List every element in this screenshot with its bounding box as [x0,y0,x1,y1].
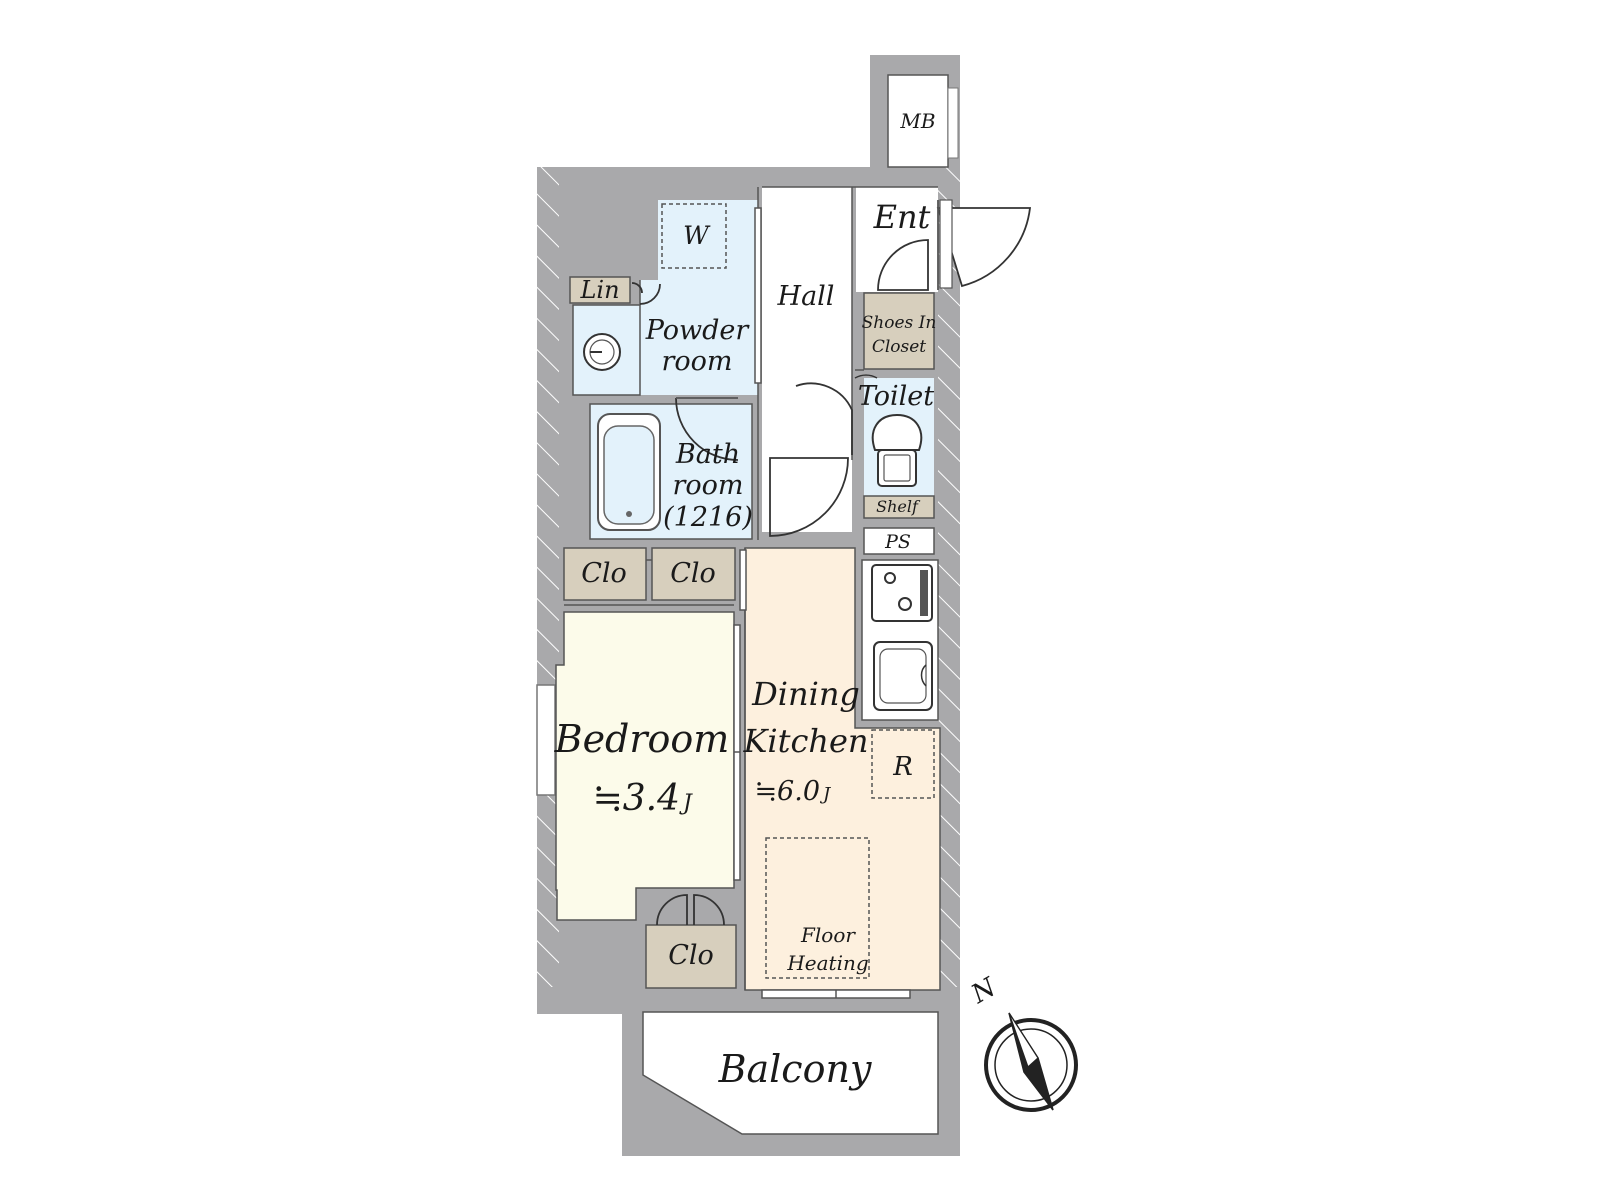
refrigerator-space [871,729,935,799]
burner-1 [884,572,896,584]
bedroom [555,611,735,921]
mb-room [887,74,949,168]
sliding-doors [733,207,911,999]
compass-north-label: N [966,972,1003,1010]
vanity-sink [583,333,621,371]
washer-label: W [683,221,711,250]
powder-room [640,280,758,395]
powder-sliding-door [754,207,762,384]
bathroom-label-2: room [672,470,743,501]
closet-bottom [645,924,737,989]
balcony-label: Balcony [718,1047,872,1091]
powder-room-label-1: Powder [645,315,751,346]
bedroom-window [536,684,556,796]
bedroom-unit: J [679,791,693,816]
floor-heating-area [765,837,870,979]
stove-controls [920,570,928,616]
mb-vent [947,87,959,159]
ps-shaft [863,527,935,555]
bathtub-drain [626,511,632,517]
linen-label: Lin [579,276,619,304]
bathroom-label-1: Bath [675,439,740,470]
washer-space [661,203,727,269]
shoes-closet-label-2: Closet [872,337,926,357]
dk-label-1: Dining [751,675,860,713]
stove [871,564,933,622]
bathroom-label-3: (1216) [663,502,753,533]
dk-label-2: Kitchen [742,722,868,760]
shelf-label: Shelf [876,497,921,516]
toilet-fixture [871,413,923,487]
bathroom-door [675,397,739,461]
doors [631,199,1032,926]
shelf [863,495,935,519]
toilet-label: Toilet [858,381,934,412]
balcony [642,1011,939,1135]
bedroom-label: Bedroom [554,717,730,761]
labels: MB Ent Hall W Lin Powder room Shoes In C… [554,109,937,1091]
mb-label: MB [899,109,935,133]
dk-unit: J [819,784,832,805]
bathtub-inner [603,425,655,525]
faucet-icon [920,664,927,687]
refrigerator-label: R [892,752,913,782]
ps-label: PS [884,531,911,553]
shoes-closet [863,292,935,370]
dk-partition [739,549,747,611]
hall-door [795,382,853,455]
burner-2 [898,597,912,611]
dk-size: ≒6.0 [754,776,820,807]
closet-right-label: Clo [670,558,716,589]
entrance-label: Ent [873,198,931,236]
shoes-closet-label-1: Shoes In [862,313,937,333]
closet-left [563,547,647,601]
linen-closet [569,276,631,304]
east-facade-hatch [938,167,960,987]
dk-door [769,457,849,537]
hall-label: Hall [777,281,835,312]
powder-room-label-2: room [661,346,732,377]
closet-right [651,547,736,601]
closet-bottom-label: Clo [668,940,714,971]
hall-room [762,187,852,532]
compass: N [966,972,1078,1112]
washer-area [658,200,758,280]
closet-left-label: Clo [581,558,627,589]
entrance-door [936,207,1032,288]
bedroom-size: ≒3.4 [593,778,680,819]
floor-heating-label-2: Heating [786,951,868,975]
floor-heating-label-1: Floor [800,923,856,947]
